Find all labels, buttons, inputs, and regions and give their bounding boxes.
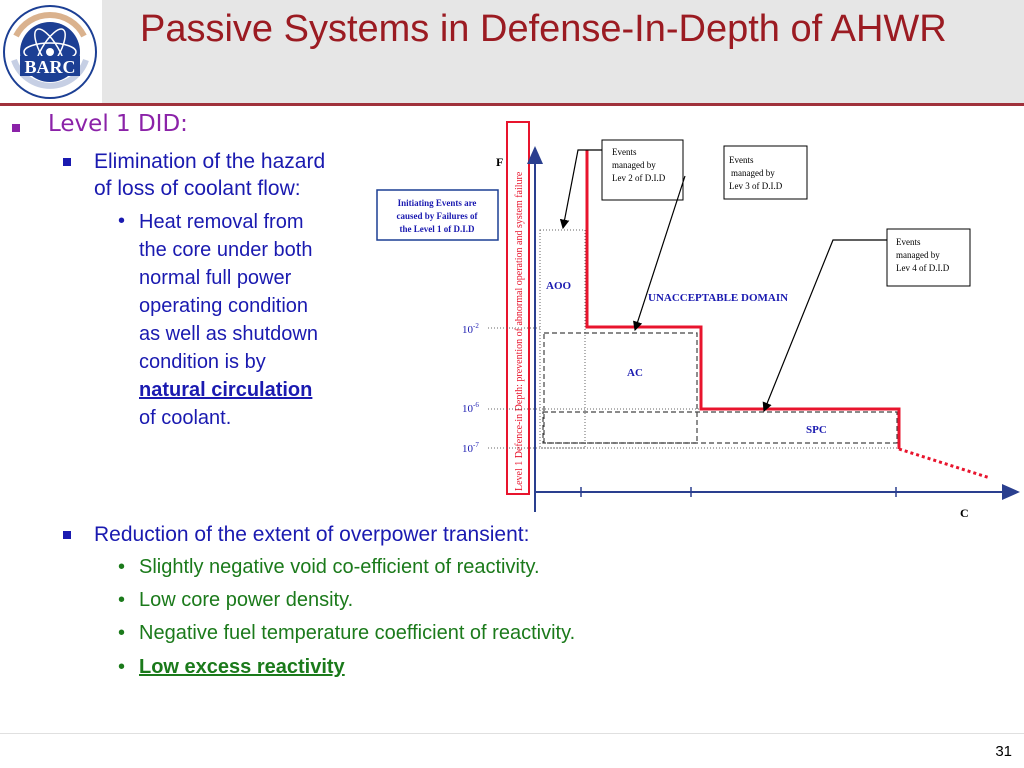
bullet-square bbox=[63, 158, 71, 166]
bullet-dot: • bbox=[118, 622, 126, 644]
barc-logo: BARC bbox=[0, 0, 102, 103]
lev4-line-3: Lev 4 of D.I.D bbox=[896, 263, 950, 273]
aoo-label: AOO bbox=[546, 280, 572, 292]
pointer-arrows bbox=[559, 149, 887, 413]
logo-name: BARC bbox=[24, 57, 75, 77]
initiating-events-box bbox=[376, 189, 499, 241]
boundary-extension bbox=[898, 447, 991, 480]
events-lev4-box bbox=[886, 228, 971, 287]
header-bar bbox=[0, 0, 1024, 103]
bullet-dot: • bbox=[118, 656, 126, 678]
level1-vertical-label: Level 1 Defence-in Depth: prevention of … bbox=[514, 171, 525, 491]
dotted-guides bbox=[488, 229, 900, 449]
hazard-line-2: of loss of coolant flow: bbox=[94, 177, 301, 200]
lev3-line-3: Lev 3 of D.I.D bbox=[729, 181, 783, 191]
y-tick-1: 10-2 bbox=[462, 322, 479, 336]
heat-line-3: normal full power bbox=[139, 267, 292, 289]
spc-label: SPC bbox=[806, 424, 827, 436]
initiating-line-1: Initiating Events are bbox=[398, 198, 477, 208]
sub-item-1: Slightly negative void co-efficient of r… bbox=[139, 556, 540, 578]
heat-line-4: operating condition bbox=[139, 295, 309, 317]
sub-item-2: Low core power density. bbox=[139, 589, 354, 611]
level1-vertical-box bbox=[506, 121, 530, 495]
heat-line-5: as well as shutdown bbox=[139, 323, 318, 345]
y-axis-label: F bbox=[496, 155, 503, 169]
initiating-line-2: caused by Failures of bbox=[396, 211, 478, 221]
bullet-square bbox=[63, 531, 71, 539]
ac-label: AC bbox=[627, 367, 643, 379]
heat-line-2: the core under both bbox=[139, 239, 313, 261]
lev3-line-1: Events bbox=[729, 155, 754, 165]
lev4-line-1: Events bbox=[896, 237, 921, 247]
x-ticks bbox=[580, 487, 897, 497]
bullet-dot: • bbox=[118, 556, 126, 578]
lev2-line-2: managed by bbox=[612, 160, 656, 170]
lev4-line-2: managed by bbox=[896, 250, 940, 260]
lev2-line-3: Lev 2 of D.I.D bbox=[612, 173, 666, 183]
unacceptable-domain-label: UNACCEPTABLE DOMAIN bbox=[648, 292, 788, 304]
hazard-line-1: Elimination of the hazard bbox=[94, 150, 326, 173]
initiating-line-3: the Level 1 of D.I.D bbox=[400, 224, 475, 234]
bullet-dot: • bbox=[118, 589, 126, 611]
events-lev3-box bbox=[723, 145, 808, 200]
level1-heading: Level 1 DID: bbox=[48, 111, 188, 137]
y-tick-3: 10-7 bbox=[462, 441, 479, 455]
heat-line-8: of coolant. bbox=[139, 407, 232, 429]
bullet-dot: • bbox=[118, 210, 126, 232]
page-number: 31 bbox=[995, 743, 1012, 760]
overpower-heading: Reduction of the extent of overpower tra… bbox=[94, 523, 530, 546]
region-boxes bbox=[542, 332, 898, 444]
header-divider bbox=[0, 103, 1024, 106]
sub-item-3: Negative fuel temperature coefficient of… bbox=[139, 622, 576, 644]
y-tick-2: 10-6 bbox=[462, 401, 479, 415]
heat-line-6: condition is by bbox=[139, 351, 266, 373]
low-excess-reactivity: Low excess reactivity bbox=[139, 656, 345, 678]
slide-title: Passive Systems in Defense-In-Depth of A… bbox=[140, 8, 947, 50]
lev3-line-2: managed by bbox=[731, 168, 775, 178]
lev2-line-1: Events bbox=[612, 147, 637, 157]
x-axis-label: C bbox=[960, 506, 969, 520]
acceptance-boundary bbox=[585, 150, 901, 449]
natural-circulation-emphasis: natural circulation bbox=[139, 379, 313, 401]
footer-divider bbox=[0, 733, 1024, 734]
events-lev2-box bbox=[601, 139, 684, 201]
heat-line-1: Heat removal from bbox=[139, 211, 304, 233]
bullet-square bbox=[12, 124, 20, 132]
